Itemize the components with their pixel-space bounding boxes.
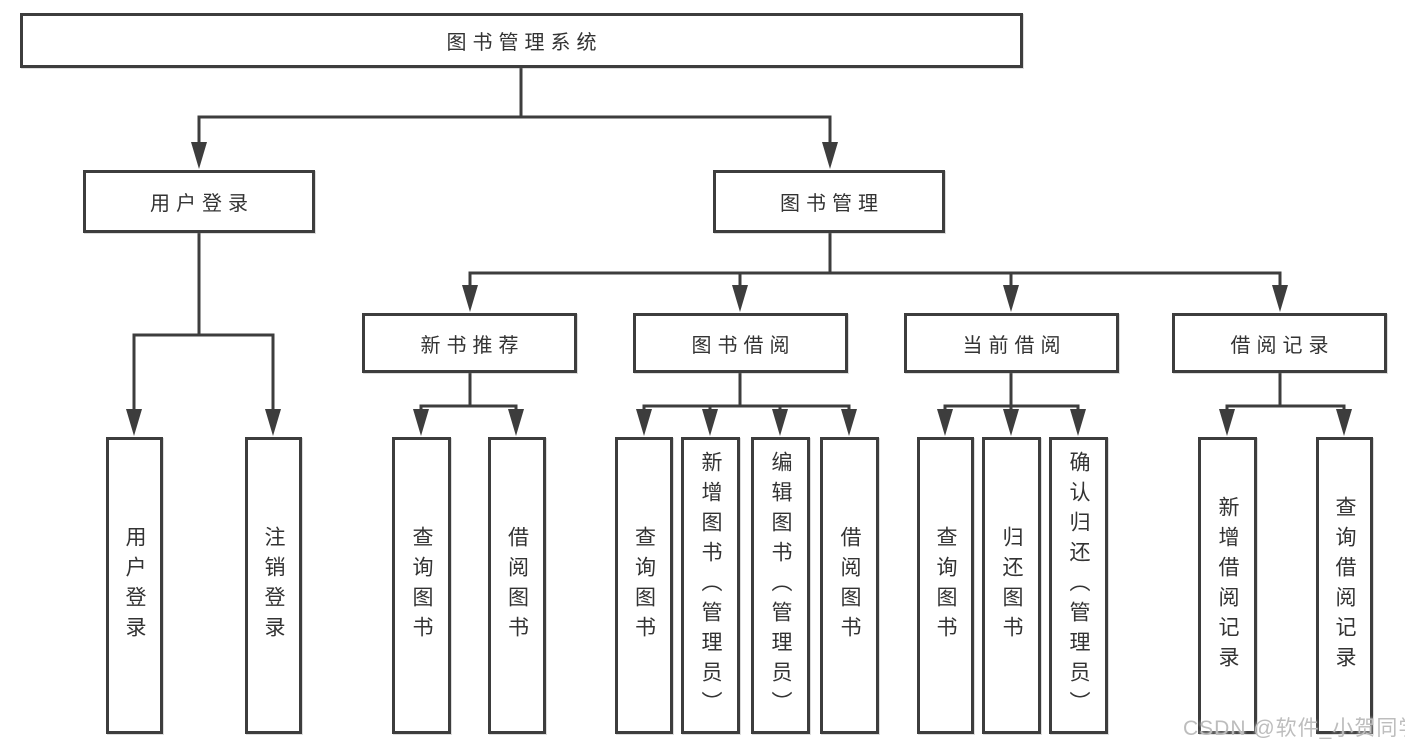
node-label: 确认归还（管理员） (1067, 450, 1090, 721)
node-label: 借阅图书 (838, 525, 861, 646)
arrow-down-icon (636, 409, 652, 436)
arrow-down-icon (841, 409, 857, 436)
node-library-management-system: 图书管理系统 (20, 13, 1023, 68)
node-label: 借阅图书 (505, 525, 529, 646)
node-label: 编辑图书（管理员） (769, 450, 792, 721)
arrow-down-icon (1272, 285, 1288, 312)
node-label: 图书借阅 (691, 334, 796, 357)
node-label: 借阅记录 (1230, 334, 1335, 357)
arrow-down-icon (732, 285, 748, 312)
arrow-down-icon (462, 285, 478, 312)
arrow-down-icon (772, 409, 788, 436)
connector-book-branch (468, 231, 1282, 294)
arrow-down-icon (413, 409, 429, 436)
node-current-borrowing: 当前借阅 (904, 313, 1119, 373)
node-label: 当前借阅 (962, 334, 1067, 357)
arrow-down-icon (1070, 409, 1086, 436)
node-label: 新书推荐 (420, 334, 525, 357)
node-label: 图书管理系统 (446, 32, 603, 54)
node-query-books-leaf: 查询图书 (615, 437, 673, 734)
node-label: 用户登录 (123, 525, 146, 646)
arrow-down-icon (937, 409, 953, 436)
node-borrowing-records: 借阅记录 (1172, 313, 1387, 373)
node-user-login-leaf: 用户登录 (106, 437, 163, 734)
arrow-down-icon (191, 142, 207, 169)
node-book-borrowing: 图书借阅 (633, 313, 848, 373)
connector-book-borrow-group (642, 371, 851, 418)
node-return-book-leaf: 归还图书 (982, 437, 1041, 734)
node-borrow-books-leaf: 借阅图书 (820, 437, 879, 734)
arrow-down-icon (508, 409, 524, 436)
node-add-book-admin-leaf: 新增图书（管理员） (681, 437, 740, 734)
node-confirm-return-admin-leaf: 确认归还（管理员） (1049, 437, 1108, 734)
arrow-down-icon (265, 409, 281, 436)
connector-root (197, 66, 832, 151)
arrow-down-icon (1003, 409, 1019, 436)
node-label: 新增图书（管理员） (699, 450, 722, 721)
arrow-down-icon (126, 409, 142, 436)
node-query-books-leaf: 查询图书 (392, 437, 451, 734)
arrow-down-icon (1219, 409, 1235, 436)
node-label: 查询图书 (410, 525, 433, 646)
node-user-login-branch: 用户登录 (83, 170, 315, 233)
connector-new-book-group (419, 371, 518, 418)
node-label: 用户登录 (150, 193, 254, 215)
csdn-watermark: CSDN @软件_小贺同学 (1183, 717, 1405, 740)
arrow-down-icon (1336, 409, 1352, 436)
node-query-books-leaf: 查询图书 (917, 437, 974, 734)
connector-borrow-records-group (1225, 371, 1346, 418)
node-edit-book-admin-leaf: 编辑图书（管理员） (751, 437, 810, 734)
node-label: 注销登录 (262, 525, 285, 646)
arrow-down-icon (1003, 285, 1019, 312)
node-new-book-recommend: 新书推荐 (362, 313, 577, 373)
connector-user-branch (132, 231, 275, 418)
node-label: 查询图书 (632, 525, 656, 646)
node-borrow-books-leaf: 借阅图书 (488, 437, 546, 734)
arrow-down-icon (702, 409, 718, 436)
node-label: 归还图书 (1000, 525, 1023, 646)
node-label: 查询图书 (934, 525, 957, 646)
node-query-borrow-record-leaf: 查询借阅记录 (1316, 437, 1373, 734)
node-book-management-branch: 图书管理 (713, 170, 945, 233)
node-label: 查询借阅记录 (1333, 495, 1356, 676)
node-logout-leaf: 注销登录 (245, 437, 302, 734)
node-add-borrow-record-leaf: 新增借阅记录 (1198, 437, 1257, 734)
node-label: 图书管理 (780, 193, 884, 215)
arrow-down-icon (822, 142, 838, 169)
node-label: 新增借阅记录 (1216, 495, 1239, 676)
